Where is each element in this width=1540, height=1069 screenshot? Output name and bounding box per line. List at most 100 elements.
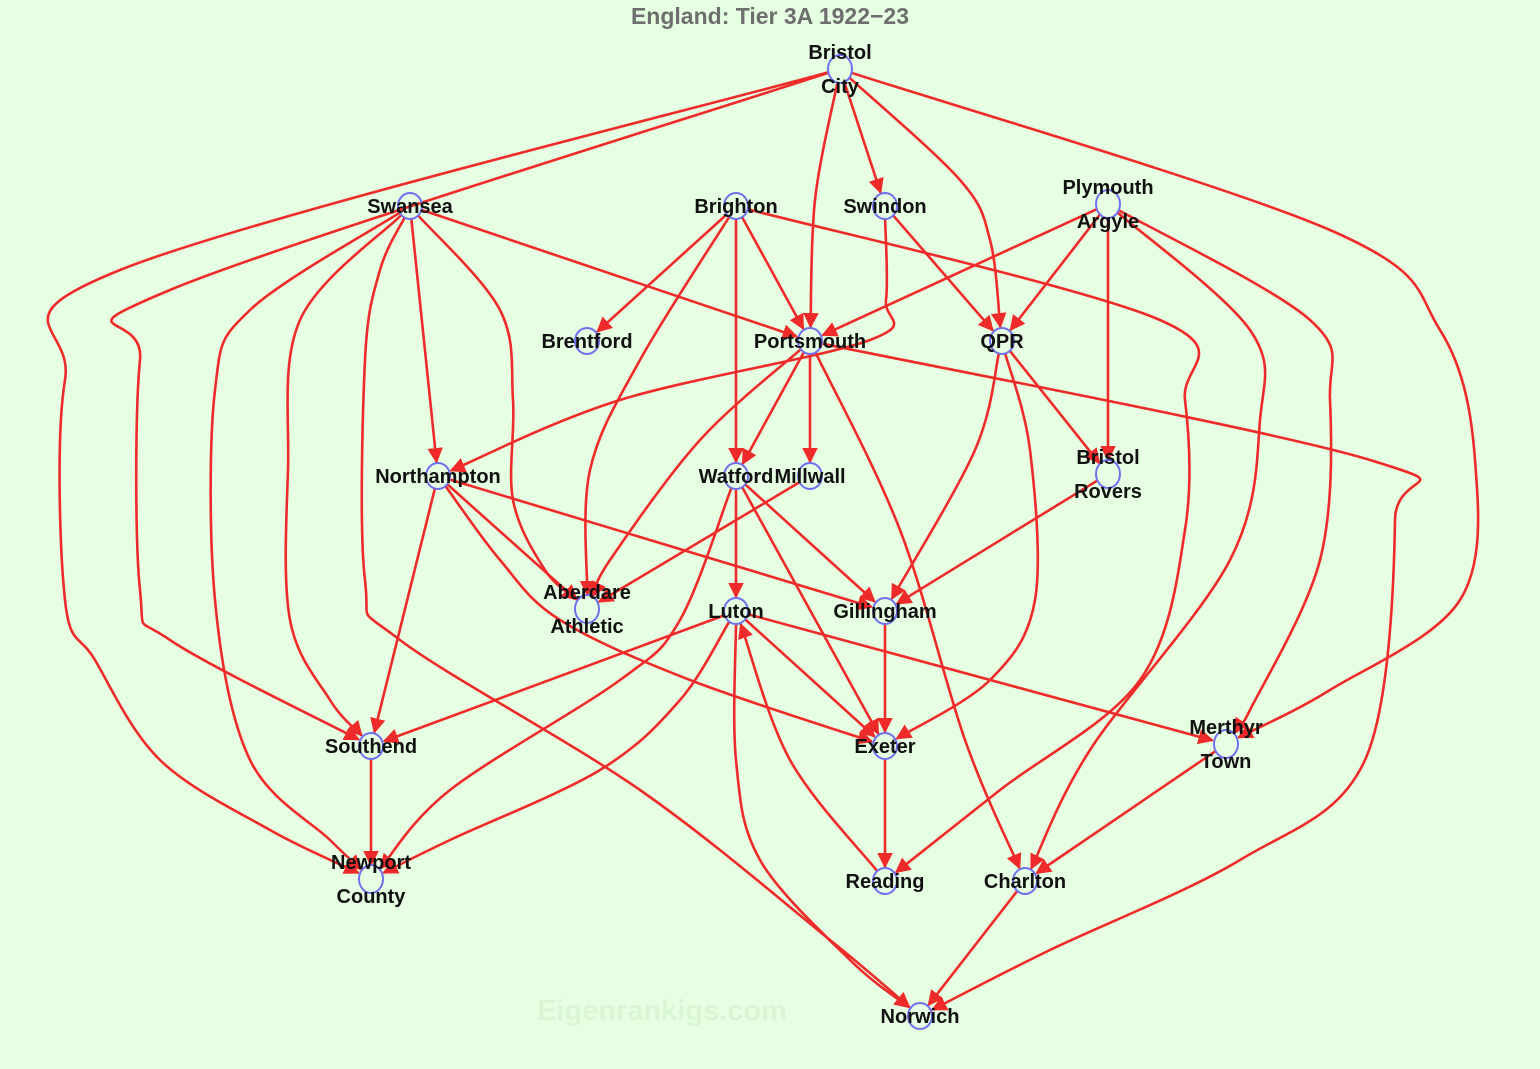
edge-swindon-to-northampton — [449, 218, 896, 473]
node-label: Newport — [331, 852, 411, 874]
edge-northampton-to-exeter — [444, 485, 874, 745]
edge-bristol-rovers-to-gillingham — [895, 479, 1098, 605]
node-label: Watford — [699, 466, 774, 488]
node-marker — [797, 327, 823, 355]
node-gillingham[interactable]: Gillingham — [833, 597, 937, 625]
node-label: Exeter — [854, 736, 915, 758]
node-marker — [907, 1002, 933, 1030]
edge-charlton-to-norwich — [927, 890, 1019, 1007]
node-label: Millwall — [774, 466, 845, 488]
edge-portsmouth-to-norwich — [822, 342, 1422, 1011]
node-label: Argyle — [1077, 211, 1139, 233]
edge-swansea-to-northampton — [410, 218, 443, 464]
node-swansea[interactable]: Swansea — [367, 192, 454, 220]
node-marker — [1095, 459, 1121, 489]
edge-northampton-to-gillingham — [450, 478, 874, 611]
edge-luton-to-norwich — [732, 623, 911, 1009]
edge-qpr-to-gillingham — [890, 353, 1001, 601]
node-marker — [425, 462, 451, 490]
node-marker — [574, 327, 600, 355]
edge-qpr-to-bristol-rovers — [1009, 350, 1101, 465]
edge-bristol-city-to-southend — [110, 71, 829, 741]
edge-plymouth-argyle-to-charlton — [1030, 211, 1267, 870]
edge-luton-to-southend — [382, 614, 725, 744]
node-label: Athletic — [550, 616, 623, 638]
edge-swindon-to-qpr — [892, 214, 994, 332]
edge-bristol-city-to-portsmouth — [803, 81, 839, 329]
node-marker — [723, 192, 749, 220]
edge-plymouth-argyle-to-merthyr-town — [1118, 209, 1334, 734]
edge-reading-to-luton — [738, 622, 878, 872]
edge-swansea-to-portsmouth — [421, 208, 799, 340]
node-millwall[interactable]: Millwall — [774, 462, 846, 490]
node-swindon[interactable]: Swindon — [843, 192, 927, 220]
edge-qpr-to-exeter — [895, 353, 1040, 740]
node-label: Luton — [708, 601, 764, 623]
node-marker — [723, 462, 749, 490]
edge-brighton-to-brentford — [596, 213, 728, 333]
edge-northampton-to-aberdare-athletic — [446, 483, 578, 601]
node-label: Northampton — [375, 466, 501, 488]
node-marker — [827, 54, 853, 84]
node-label: Bristol — [808, 42, 871, 64]
node-marker — [872, 732, 898, 760]
node-label: County — [337, 886, 407, 908]
node-marker — [872, 597, 898, 625]
node-watford[interactable]: Watford — [699, 462, 774, 490]
node-qpr[interactable]: QPR — [980, 327, 1024, 355]
node-norwich[interactable]: Norwich — [881, 1002, 960, 1030]
node-northampton[interactable]: Northampton — [375, 462, 501, 490]
node-label: Reading — [846, 871, 925, 893]
edge-luton-to-exeter — [744, 618, 876, 738]
node-label: QPR — [980, 331, 1024, 353]
edge-watford-to-gillingham — [744, 483, 876, 603]
edge-portsmouth-to-charlton — [814, 352, 1022, 870]
node-marker — [1095, 189, 1121, 219]
watermark: Eigenrankigs.com — [537, 995, 787, 1027]
edge-swansea-to-norwich — [360, 217, 911, 1008]
edges-layer — [46, 71, 1480, 1011]
node-charlton[interactable]: Charlton — [984, 867, 1066, 895]
node-label: Norwich — [881, 1006, 960, 1028]
edge-bristol-city-to-swindon — [842, 80, 884, 195]
node-label: Merthyr — [1189, 717, 1263, 739]
edge-northampton-to-southend — [370, 488, 437, 734]
graph-title: England: Tier 3A 1922−23 — [631, 3, 909, 29]
node-label: Bristol — [1076, 447, 1139, 469]
node-label: Southend — [325, 736, 417, 758]
node-exeter[interactable]: Exeter — [854, 732, 916, 760]
node-marker — [989, 327, 1015, 355]
edge-bristol-city-to-merthyr-town — [851, 71, 1480, 739]
edge-brighton-to-reading — [748, 208, 1201, 874]
node-label: Swindon — [843, 196, 926, 218]
edge-swansea-to-aberdare-athletic — [417, 214, 578, 601]
edge-plymouth-argyle-to-portsmouth — [821, 208, 1097, 337]
node-reading[interactable]: Reading — [846, 867, 925, 895]
edge-plymouth-argyle-to-qpr — [1009, 213, 1102, 332]
node-portsmouth[interactable]: Portsmouth — [754, 327, 866, 355]
edge-bristol-city-to-newport-county — [46, 71, 828, 875]
edge-watford-to-newport-county — [379, 487, 733, 870]
node-marker — [1213, 729, 1239, 759]
edge-portsmouth-to-watford — [741, 351, 805, 466]
node-label: Rovers — [1074, 481, 1142, 503]
node-label: Plymouth — [1062, 177, 1153, 199]
node-marker — [872, 867, 898, 895]
node-brentford[interactable]: Brentford — [541, 327, 633, 355]
node-label: Town — [1201, 751, 1252, 773]
edge-luton-to-newport-county — [382, 621, 731, 874]
node-luton[interactable]: Luton — [708, 597, 764, 625]
node-brighton[interactable]: Brighton — [694, 192, 778, 220]
node-marker — [397, 192, 423, 220]
edge-swansea-to-newport-county — [209, 211, 400, 871]
edge-brighton-to-aberdare-athletic — [579, 216, 731, 597]
node-southend[interactable]: Southend — [325, 732, 417, 760]
